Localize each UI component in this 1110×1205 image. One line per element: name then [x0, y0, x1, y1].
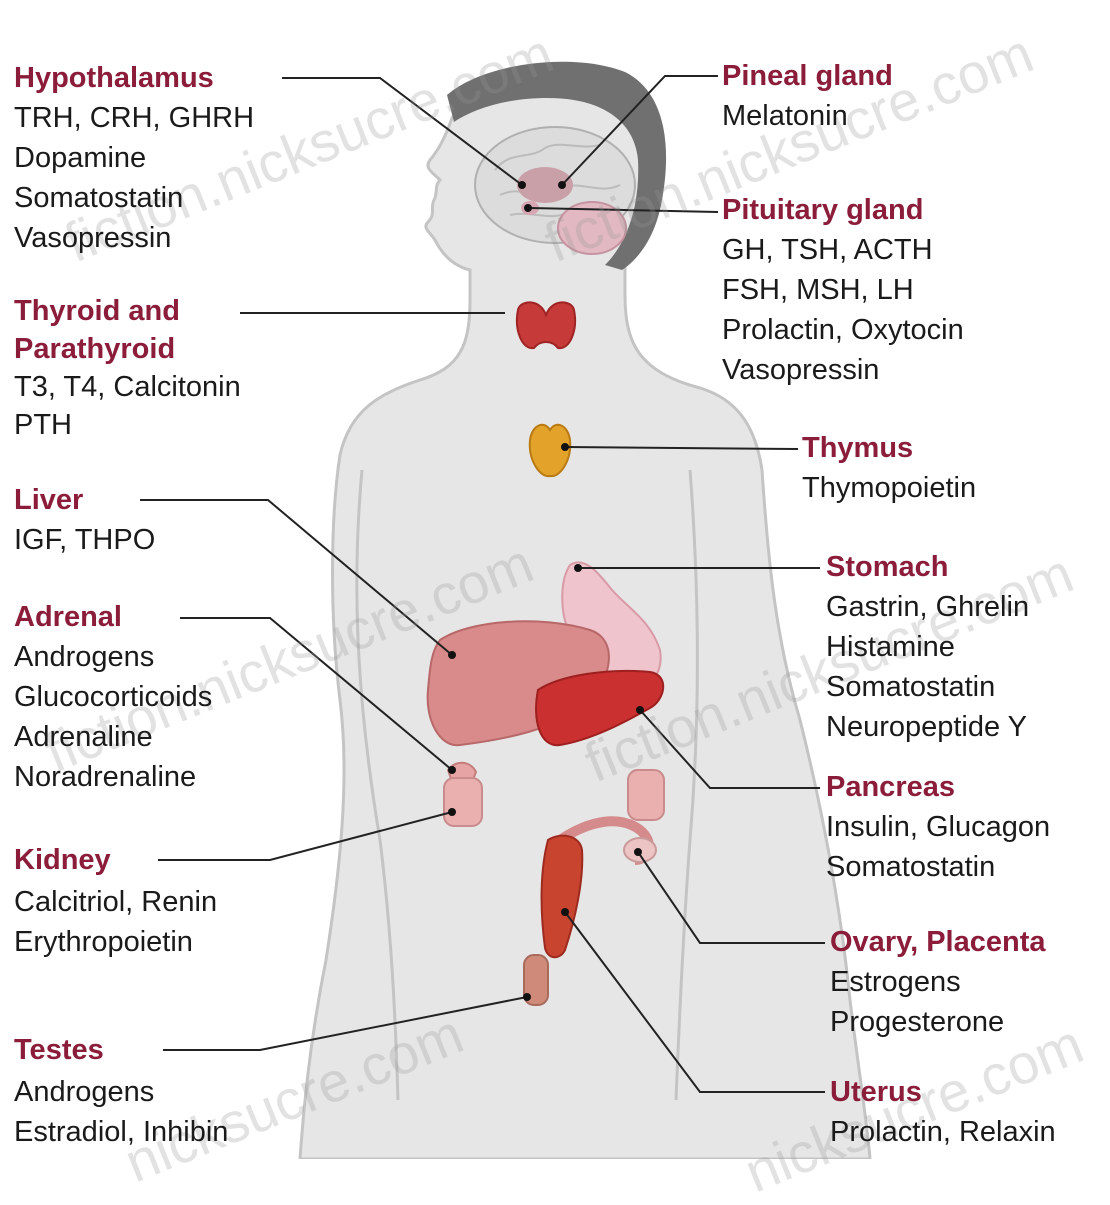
- dot-pituitary: [524, 204, 532, 212]
- hormone-line: Somatostatin: [826, 667, 1029, 707]
- organ-title-kidney: Kidney: [14, 838, 217, 882]
- organ-title-thyroid: Thyroid and: [14, 292, 241, 330]
- hormone-line: Neuropeptide Y: [826, 707, 1029, 747]
- organ-title-pancreas: Pancreas: [826, 767, 1050, 807]
- dot-liver: [448, 651, 456, 659]
- label-pineal: Pineal gland Melatonin: [722, 56, 893, 136]
- hormone-line: Histamine: [826, 627, 1029, 667]
- dot-stomach: [574, 564, 582, 572]
- hormone-line: Prolactin, Oxytocin: [722, 310, 964, 350]
- organ-title-adrenal: Adrenal: [14, 597, 212, 637]
- hormone-line: Noradrenaline: [14, 757, 212, 797]
- organ-title-ovary: Ovary, Placenta: [830, 922, 1045, 962]
- hormone-line: Calcitriol, Renin: [14, 882, 217, 922]
- dot-testes: [523, 993, 531, 1001]
- label-kidney: Kidney Calcitriol, Renin Erythropoietin: [14, 838, 217, 962]
- hormone-line: Prolactin, Relaxin: [830, 1112, 1056, 1152]
- right-kidney-organ: [628, 770, 664, 820]
- hormone-line: PTH: [14, 406, 241, 444]
- label-thyroid: Thyroid and Parathyroid T3, T4, Calciton…: [14, 292, 241, 444]
- hormone-line: T3, T4, Calcitonin: [14, 368, 241, 406]
- label-hypothalamus: Hypothalamus TRH, CRH, GHRH Dopamine Som…: [14, 58, 254, 258]
- dot-pancreas: [636, 706, 644, 714]
- organ-title-stomach: Stomach: [826, 547, 1029, 587]
- label-pancreas: Pancreas Insulin, Glucagon Somatostatin: [826, 767, 1050, 887]
- dot-hypothalamus: [518, 181, 526, 189]
- dot-pineal: [558, 181, 566, 189]
- hormone-line: Somatostatin: [14, 178, 254, 218]
- label-stomach: Stomach Gastrin, Ghrelin Histamine Somat…: [826, 547, 1029, 747]
- organ-title-uterus: Uterus: [830, 1072, 1056, 1112]
- hormone-line: Adrenaline: [14, 717, 212, 757]
- organ-title-testes: Testes: [14, 1028, 228, 1072]
- organ-title-hypothalamus: Hypothalamus: [14, 58, 254, 98]
- hormone-line: IGF, THPO: [14, 520, 155, 560]
- hormone-line: Progesterone: [830, 1002, 1045, 1042]
- label-pituitary: Pituitary gland GH, TSH, ACTH FSH, MSH, …: [722, 190, 964, 390]
- hormone-line: TRH, CRH, GHRH: [14, 98, 254, 138]
- hormone-line: Androgens: [14, 637, 212, 677]
- organ-title-thymus: Thymus: [802, 428, 976, 468]
- label-liver: Liver IGF, THPO: [14, 480, 155, 560]
- label-thymus: Thymus Thymopoietin: [802, 428, 976, 508]
- kidney-organ: [444, 778, 482, 826]
- hormone-line: Insulin, Glucagon: [826, 807, 1050, 847]
- hormone-line: Glucocorticoids: [14, 677, 212, 717]
- hormone-line: Melatonin: [722, 96, 893, 136]
- hormone-line: Gastrin, Ghrelin: [826, 587, 1029, 627]
- hormone-line: Erythropoietin: [14, 922, 217, 962]
- dot-kidney: [448, 808, 456, 816]
- dot-ovary: [634, 848, 642, 856]
- hormone-line: Vasopressin: [14, 218, 254, 258]
- hormone-line: Dopamine: [14, 138, 254, 178]
- organ-title-pituitary: Pituitary gland: [722, 190, 964, 230]
- hormone-line: Androgens: [14, 1072, 228, 1112]
- hormone-line: Thymopoietin: [802, 468, 976, 508]
- hormone-line: Somatostatin: [826, 847, 1050, 887]
- label-uterus: Uterus Prolactin, Relaxin: [830, 1072, 1056, 1152]
- hormone-line: Estrogens: [830, 962, 1045, 1002]
- hormone-line: FSH, MSH, LH: [722, 270, 964, 310]
- dot-thymus: [561, 443, 569, 451]
- organ-title-pineal: Pineal gland: [722, 56, 893, 96]
- label-adrenal: Adrenal Androgens Glucocorticoids Adrena…: [14, 597, 212, 797]
- label-testes: Testes Androgens Estradiol, Inhibin: [14, 1028, 228, 1152]
- organ-title-parathyroid: Parathyroid: [14, 330, 241, 368]
- hormone-line: Estradiol, Inhibin: [14, 1112, 228, 1152]
- label-ovary: Ovary, Placenta Estrogens Progesterone: [830, 922, 1045, 1042]
- hormone-line: Vasopressin: [722, 350, 964, 390]
- hormone-line: GH, TSH, ACTH: [722, 230, 964, 270]
- dot-uterus: [561, 908, 569, 916]
- organ-title-liver: Liver: [14, 480, 155, 520]
- dot-adrenal: [448, 766, 456, 774]
